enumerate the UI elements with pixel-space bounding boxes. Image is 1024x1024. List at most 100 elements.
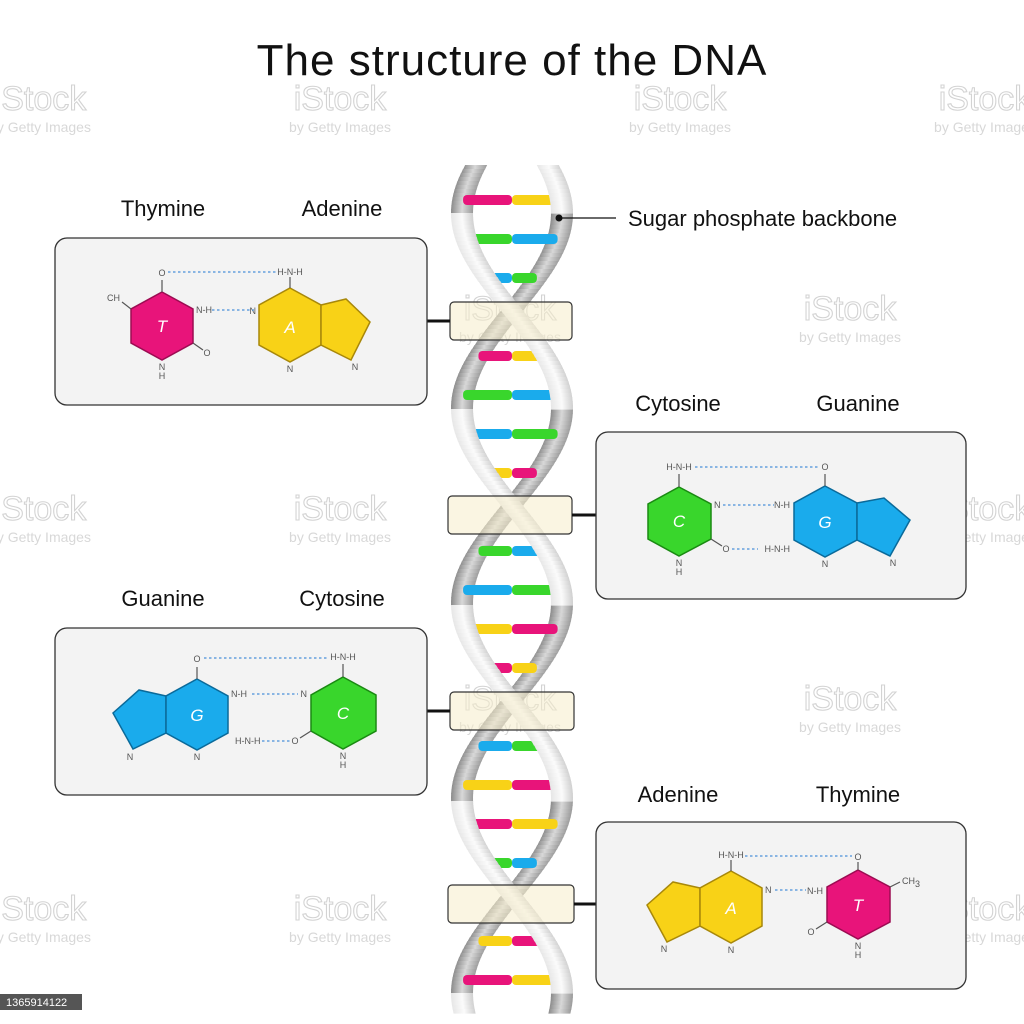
pair1-t-oxygen-top: O (158, 268, 165, 278)
pair1-box-group: T O O N H N-H CH A H-N-H N N N (54, 237, 428, 406)
helix-strand-1-segment (467, 849, 492, 854)
helix-strand-1-segment (547, 969, 571, 974)
pair1-adenine-pentagon (320, 298, 371, 362)
helix-strand-1-segment (548, 193, 572, 198)
base-pair-rung-half (512, 585, 561, 595)
helix-strand-2-segment (532, 353, 558, 358)
helix-strand-1-segment (519, 673, 545, 678)
helix-strand-2-segment (451, 1005, 475, 1010)
helix-strand-2-segment (460, 949, 485, 954)
pair4-left-letter: A (724, 899, 736, 918)
helix-strand-1-segment (486, 877, 512, 882)
helix-strand-2-segment (537, 841, 562, 846)
helix-strand-1-segment (542, 957, 567, 962)
pair4-t-h-bottom: H (855, 950, 862, 960)
helix-strand-2-segment (459, 249, 484, 254)
helix-strand-2-segment (547, 773, 571, 778)
pair1-right-name: Adenine (302, 196, 383, 221)
watermark-logo: iStock (0, 80, 87, 118)
helix-strand-2-segment (453, 621, 477, 626)
helix-strand-1-segment (550, 205, 573, 210)
helix-strand-2-segment (550, 405, 573, 410)
helix-strand-1-segment (455, 825, 480, 830)
helix-strand-1-segment (540, 561, 564, 566)
pair1-t-oxygen-bottom: O (203, 348, 210, 358)
helix-strand-1-segment (526, 929, 552, 934)
pair3-cytosine-ring (310, 676, 377, 750)
helix-strand-1-segment (480, 869, 506, 874)
helix-strand-2-segment (454, 237, 479, 242)
helix-strand-1-segment (457, 761, 482, 766)
helix-strand-2-segment (470, 269, 495, 274)
helix-strand-1-segment (452, 813, 476, 818)
helix-strand-2-segment (467, 265, 493, 270)
watermark-logo: iStock (634, 80, 728, 118)
helix-strand-2-segment (548, 777, 572, 782)
helix-strand-2-segment (527, 345, 553, 350)
pair2-right-name: Guanine (816, 391, 899, 416)
helix-strand-2-segment (456, 633, 481, 638)
helix-strand-1-segment (541, 953, 565, 958)
helix-strand-1-segment (469, 853, 495, 858)
helix-strand-2-segment (530, 349, 555, 354)
helix-strand-2-segment (549, 393, 573, 398)
pair4-t-oxygen-top: O (854, 852, 861, 862)
helix-strand-1-segment (451, 801, 474, 806)
pair3-box (54, 627, 428, 796)
helix-strand-2-segment (549, 785, 573, 790)
helix-strand-2-segment (536, 453, 561, 458)
helix-strand-1-segment (458, 833, 483, 838)
helix-strand-2-segment (473, 537, 499, 542)
helix-strand-1-segment (550, 601, 573, 606)
helix-strand-1-segment (542, 177, 567, 182)
base-pair-rung-half (512, 819, 558, 829)
pair2-box-group: C H-N-H N O N H G O N-H H-N-H N N (595, 431, 967, 600)
base-pair-rung-half (512, 780, 561, 790)
pair3-left-letter: G (190, 706, 203, 725)
watermark-sub: by Getty Images (0, 119, 91, 135)
backbone-label: Sugar phosphate backbone (628, 206, 897, 231)
helix-strand-1-segment (533, 653, 558, 658)
pair1-a-n-bottom: N (287, 364, 294, 374)
helix-strand-2-segment (526, 733, 551, 738)
helix-strand-1-segment (523, 925, 549, 930)
helix-strand-1-segment (451, 409, 474, 414)
helix-strand-2-segment (451, 989, 474, 994)
helix-strand-1-segment (454, 381, 478, 386)
helix-strand-1-segment (517, 285, 543, 290)
helix-strand-2-segment (459, 953, 483, 958)
helix-strand-2-segment (529, 853, 555, 858)
helix-strand-2-segment (545, 769, 570, 774)
helix-strand-2-segment (485, 681, 511, 686)
helix-strand-1-segment (550, 597, 573, 602)
pair3-guanine-ring (165, 678, 229, 751)
helix-strand-2-segment (538, 753, 563, 758)
helix-strand-2-segment (457, 957, 482, 962)
helix-strand-2-segment (463, 257, 488, 262)
helix-highlight-boxes (447, 301, 575, 924)
helix-strand-1-segment (462, 841, 487, 846)
helix-strand-2-segment (549, 421, 572, 426)
helix-strand-2-segment (540, 757, 565, 762)
watermark-logo: iStock (294, 80, 388, 118)
helix-strand-2-segment (550, 801, 573, 806)
helix-strand-2-segment (539, 365, 564, 370)
helix-strand-1-segment (550, 989, 573, 994)
helix-strand-1-segment (487, 489, 514, 494)
helix-strand-2-segment (481, 285, 507, 290)
helix-strand-2-segment (451, 613, 475, 618)
helix-strand-2-segment (540, 445, 565, 450)
helix-strand-2-segment (454, 185, 478, 190)
helix-strand-1-segment (528, 541, 553, 546)
helix-strand-2-segment (455, 181, 480, 186)
helix-strand-1-segment (544, 181, 569, 186)
helix-strand-1-segment (544, 961, 569, 966)
watermark-logo: iStock (804, 680, 898, 718)
base-pair-rung-half (512, 429, 558, 439)
helix-strand-1-segment (550, 985, 573, 990)
helix-strand-1-segment (543, 569, 568, 574)
watermark-logo: iStock (939, 80, 1024, 118)
helix-strand-2-segment (455, 573, 479, 578)
helix-strand-1-segment (549, 613, 573, 618)
helix-strand-1-segment (534, 941, 559, 946)
